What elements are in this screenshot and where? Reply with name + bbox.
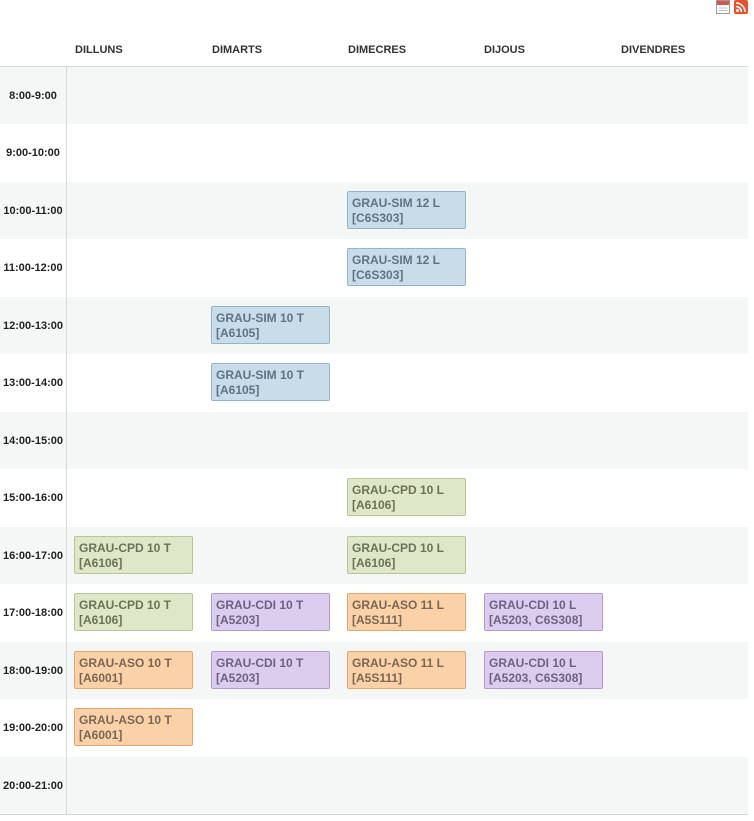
time-row: 15:00-16:00 (0, 469, 748, 526)
day-header-dimarts: DIMARTS (212, 44, 263, 56)
time-row: 12:00-13:00 (0, 297, 748, 354)
toolbar-icons (716, 0, 748, 14)
event-title: GRAU-SIM 10 T (216, 311, 305, 325)
class-event[interactable]: GRAU-SIM 12 L[C6S303] (347, 191, 466, 229)
event-room: [A6106] (79, 613, 123, 627)
class-event[interactable]: GRAU-ASO 11 L[A5S111] (347, 593, 466, 631)
event-title: GRAU-CDI 10 L (489, 656, 577, 670)
event-room: [A6106] (79, 556, 123, 570)
class-event[interactable]: GRAU-SIM 12 L[C6S303] (347, 248, 466, 286)
class-event[interactable]: GRAU-ASO 10 T[A6001] (74, 651, 193, 689)
time-label: 16:00-17:00 (3, 549, 63, 562)
event-title: GRAU-CPD 10 T (79, 541, 172, 555)
event-title: GRAU-CPD 10 L (352, 541, 445, 555)
event-title: GRAU-CDI 10 L (489, 598, 577, 612)
day-header-divendres: DIVENDRES (621, 44, 686, 56)
event-room: [A5203] (216, 613, 260, 627)
time-label: 9:00-10:00 (6, 146, 60, 159)
event-title: GRAU-CDI 10 T (216, 598, 304, 612)
class-event[interactable]: GRAU-CDI 10 T[A5203] (211, 651, 330, 689)
class-event[interactable]: GRAU-CDI 10 L[A5203, C6S308] (484, 651, 603, 689)
time-row: 19:00-20:00 (0, 699, 748, 756)
event-room: [A6001] (79, 671, 123, 685)
event-room: [A5203, C6S308] (489, 671, 583, 685)
class-event[interactable]: GRAU-CPD 10 T[A6106] (74, 593, 193, 631)
time-label: 18:00-19:00 (3, 664, 63, 677)
class-event[interactable]: GRAU-CPD 10 T[A6106] (74, 536, 193, 574)
day-header-dimecres: DIMECRES (348, 44, 407, 56)
class-event[interactable]: GRAU-CPD 10 L[A6106] (347, 478, 466, 516)
time-label: 14:00-15:00 (3, 434, 63, 447)
time-row: 14:00-15:00 (0, 412, 748, 469)
class-event[interactable]: GRAU-CDI 10 T[A5203] (211, 593, 330, 631)
class-event[interactable]: GRAU-CDI 10 L[A5203, C6S308] (484, 593, 603, 631)
event-title: GRAU-ASO 11 L (352, 656, 445, 670)
calendar-icon[interactable] (716, 0, 730, 14)
time-row: 11:00-12:00 (0, 239, 748, 296)
time-label: 19:00-20:00 (3, 721, 63, 734)
event-title: GRAU-CDI 10 T (216, 656, 304, 670)
event-room: [C6S303] (352, 211, 404, 225)
event-room: [A6105] (216, 383, 260, 397)
event-room: [A6106] (352, 498, 396, 512)
time-column-divider (66, 67, 67, 814)
event-room: [A6001] (79, 728, 123, 742)
event-title: GRAU-SIM 10 T (216, 368, 305, 382)
time-row: 8:00-9:00 (0, 67, 748, 124)
time-label: 11:00-12:00 (3, 261, 63, 274)
time-label: 8:00-9:00 (9, 89, 57, 102)
bottom-border (0, 814, 748, 815)
class-event[interactable]: GRAU-ASO 10 T[A6001] (74, 708, 193, 746)
time-label: 20:00-21:00 (3, 779, 63, 792)
event-room: [A5S111] (352, 671, 403, 685)
event-title: GRAU-CPD 10 L (352, 483, 445, 497)
time-label: 13:00-14:00 (3, 376, 63, 389)
class-event[interactable]: GRAU-SIM 10 T[A6105] (211, 363, 330, 401)
event-title: GRAU-ASO 10 T (79, 713, 172, 727)
class-event[interactable]: GRAU-CPD 10 L[A6106] (347, 536, 466, 574)
time-row: 13:00-14:00 (0, 354, 748, 411)
time-row: 20:00-21:00 (0, 757, 748, 814)
event-room: [A5203, C6S308] (489, 613, 583, 627)
rss-icon[interactable] (734, 0, 748, 14)
event-room: [A6105] (216, 326, 260, 340)
time-label: 12:00-13:00 (3, 319, 63, 332)
time-row: 17:00-18:00 (0, 584, 748, 641)
class-event[interactable]: GRAU-ASO 11 L[A5S111] (347, 651, 466, 689)
day-header-dijous: DIJOUS (484, 44, 525, 56)
event-title: GRAU-CPD 10 T (79, 598, 172, 612)
event-room: [A5203] (216, 671, 260, 685)
event-title: GRAU-ASO 11 L (352, 598, 445, 612)
day-header-dilluns: DILLUNS (75, 44, 123, 56)
time-label: 15:00-16:00 (3, 491, 63, 504)
day-header: DILLUNS DIMARTS DIMECRES DIJOUS DIVENDRE… (0, 36, 748, 67)
time-label: 10:00-11:00 (3, 204, 63, 217)
event-title: GRAU-SIM 12 L (352, 196, 441, 210)
time-row: 9:00-10:00 (0, 124, 748, 181)
class-event[interactable]: GRAU-SIM 10 T[A6105] (211, 306, 330, 344)
event-title: GRAU-ASO 10 T (79, 656, 172, 670)
event-room: [A6106] (352, 556, 396, 570)
time-label: 17:00-18:00 (3, 606, 63, 619)
event-room: [A5S111] (352, 613, 403, 627)
event-room: [C6S303] (352, 268, 404, 282)
event-title: GRAU-SIM 12 L (352, 253, 441, 267)
